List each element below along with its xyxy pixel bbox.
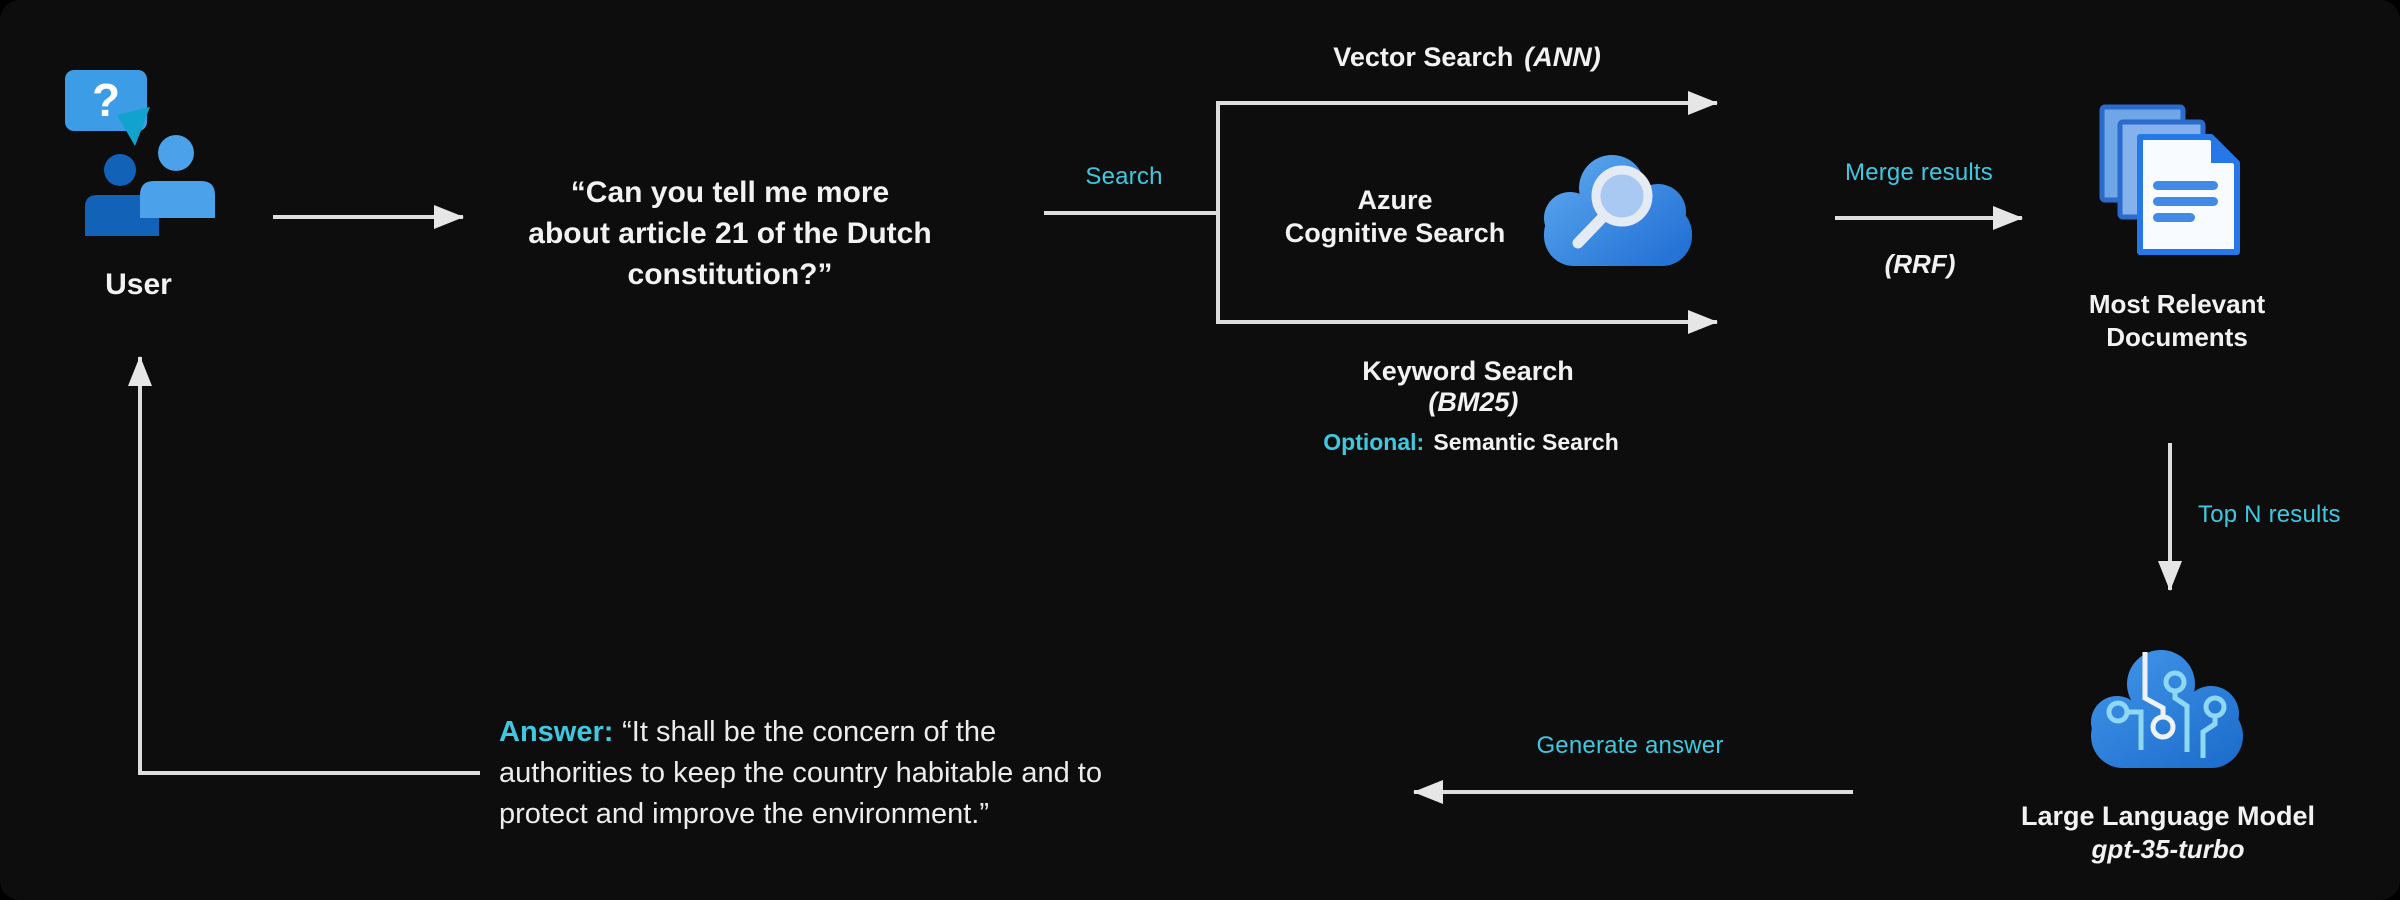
keyword-search-label: Keyword Search(BM25): [1318, 356, 1618, 418]
answer-text: Answer:“It shall be the concern of the a…: [499, 712, 1319, 835]
user-question-text: “Can you tell me more about article 21 o…: [470, 172, 990, 295]
llm-cloud-icon: [2091, 650, 2243, 768]
keyword-search-text: Keyword Search: [1362, 356, 1574, 386]
engine-name-line1: Azure: [1357, 185, 1433, 215]
answer-line: protect and improve the environment.”: [499, 798, 990, 830]
most-relevant-documents-label: Most Relevant Documents: [2057, 288, 2297, 354]
top-n-results-label: Top N results: [2198, 501, 2341, 528]
documents-label-line1: Most Relevant: [2088, 289, 2266, 319]
folded-corner: [2211, 137, 2237, 163]
document-text-lines: [2153, 181, 2218, 222]
azure-cognitive-search-label: Azure Cognitive Search: [1270, 184, 1520, 250]
question-line: constitution?”: [627, 258, 833, 291]
rrf-label: (RRF): [1884, 249, 1956, 279]
answer-line: authorities to keep the country habitabl…: [499, 757, 1102, 789]
answer-line: Answer:“It shall be the concern of the: [499, 712, 1319, 753]
keyword-search-method: (BM25): [1428, 387, 1519, 417]
llm-name: Large Language Model: [2020, 801, 2316, 831]
llm-model-name: gpt-35-turbo: [2091, 834, 2245, 864]
documents-label-line2: Documents: [2106, 322, 2248, 352]
vector-search-label: Vector Search (ANN): [1317, 42, 1617, 73]
engine-name-line2: Cognitive Search: [1284, 218, 1506, 248]
azure-cognitive-search-icon: [1544, 155, 1692, 266]
vector-search-method: (ANN): [1524, 42, 1601, 72]
llm-cloud-shape: [2091, 650, 2243, 768]
question-line: about article 21 of the Dutch: [528, 217, 932, 250]
generate-answer-label: Generate answer: [1536, 732, 1724, 759]
llm-label: Large Language Model gpt-35-turbo: [1998, 800, 2338, 866]
search-arrow-label: Search: [1085, 163, 1163, 190]
circuit-traces: [2106, 652, 2227, 758]
optional-semantic-label: Optional: Semantic Search: [1316, 429, 1626, 456]
semantic-search-text: Semantic Search: [1433, 429, 1619, 455]
answer-quote-line: “It shall be the concern of the: [622, 716, 997, 748]
question-mark-glyph: ?: [92, 74, 120, 126]
user-question-icon: ?: [65, 70, 215, 236]
user-label: User: [105, 268, 172, 301]
front-document: [2137, 134, 2240, 255]
front-person-head: [158, 135, 194, 171]
front-person-body: [140, 181, 215, 218]
speech-bubble-tail: [117, 107, 150, 146]
magnifier-icon: [1572, 165, 1653, 249]
documents-icon: [2099, 104, 2240, 255]
arrow-answer-to-user: [128, 356, 480, 775]
back-person-head: [104, 154, 136, 186]
vector-search-text: Vector Search: [1333, 42, 1514, 72]
answer-prefix: Answer:: [499, 716, 614, 748]
optional-prefix: Optional:: [1323, 429, 1425, 455]
merge-results-label: Merge results: [1845, 159, 1993, 186]
question-line: “Can you tell me more: [570, 176, 890, 209]
